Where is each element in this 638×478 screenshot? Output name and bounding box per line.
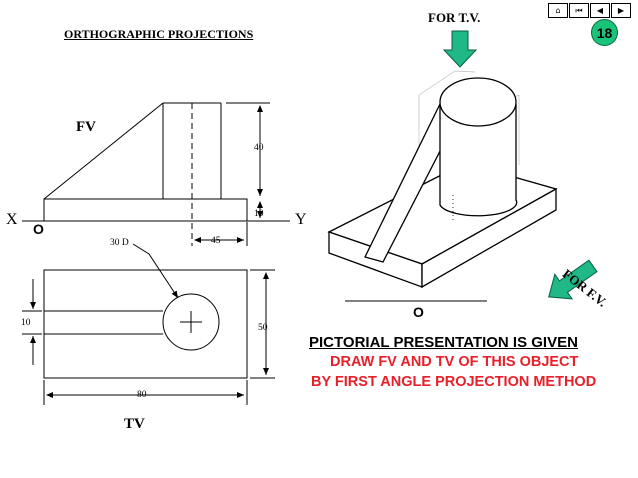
dim-10-base-text: 10 [254, 209, 264, 219]
pictorial-origin-label: O [413, 304, 424, 320]
iso-cylinder [439, 77, 518, 217]
instruction-line-2: BY FIRST ANGLE PROJECTION METHOD [311, 374, 597, 390]
slide-navigation: ⌂ ⏮ ◀ ▶ [548, 3, 632, 18]
x-label: X [6, 211, 18, 228]
dim-40-text: 40 [254, 143, 264, 153]
y-label: Y [295, 211, 307, 228]
tv-cylinder-circle [162, 293, 220, 351]
first-icon[interactable]: ⏮ [569, 3, 589, 18]
fv-origin-label: O [33, 221, 44, 237]
slide-title: ORTHOGRAPHIC PROJECTIONS [64, 27, 254, 41]
top-view [22, 243, 275, 405]
dim-80-text: 80 [137, 390, 147, 400]
pictorial-heading: PICTORIAL PRESENTATION IS GIVEN [309, 334, 578, 351]
instruction-line-1: DRAW FV AND TV OF THIS OBJECT [330, 354, 579, 370]
for-fv-arrow-icon [548, 259, 598, 300]
front-view [22, 102, 290, 246]
pictorial-view [327, 30, 598, 302]
dim-10-slot-text: 10 [21, 318, 31, 328]
page-number-badge: 18 [591, 19, 618, 46]
dim-30d-text: 30 D [110, 238, 129, 248]
fv-rib-slope [43, 102, 164, 200]
for-tv-label: FOR T.V. [428, 10, 481, 25]
prev-icon[interactable]: ◀ [590, 3, 610, 18]
fv-label: FV [76, 119, 96, 135]
tv-base [43, 269, 248, 379]
next-icon[interactable]: ▶ [611, 3, 631, 18]
home-icon[interactable]: ⌂ [548, 3, 568, 18]
tv-label: TV [124, 416, 145, 432]
fv-base [43, 198, 248, 222]
leader-30d [132, 243, 179, 299]
dim-50-text: 50 [258, 323, 268, 333]
dim-45-text: 45 [211, 236, 221, 246]
for-tv-arrow-icon [442, 30, 478, 68]
